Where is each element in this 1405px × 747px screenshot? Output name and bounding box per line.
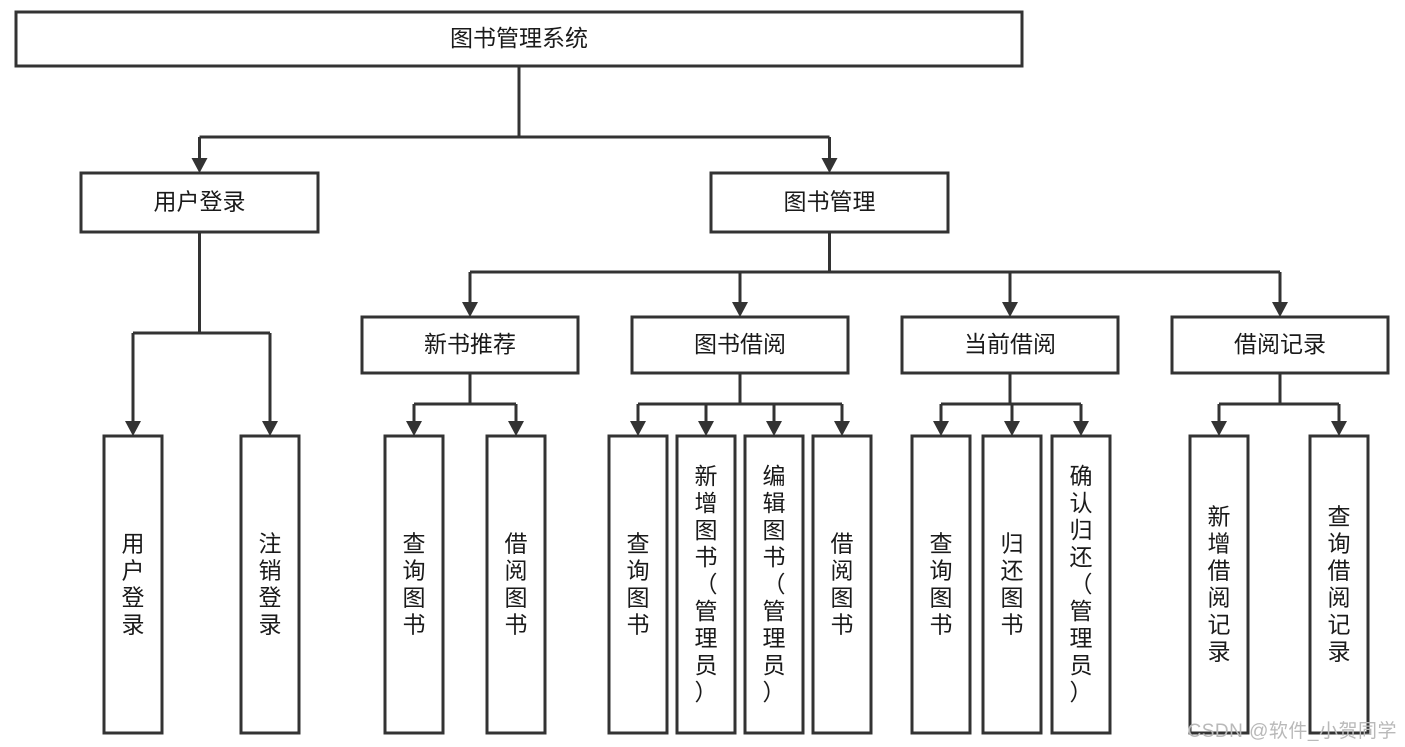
arrow-head-icon xyxy=(1073,421,1089,436)
leaf-node-1-box[interactable] xyxy=(239,434,301,735)
leaf-node-10[interactable]: 确认归还（管理员） xyxy=(1050,434,1112,735)
leaf-node-8[interactable]: 查询图书 xyxy=(910,434,972,735)
level3-node-0[interactable]: 新书推荐 xyxy=(360,315,580,375)
leaf-node-9-label: 归还图书 xyxy=(1001,531,1024,638)
leaf-node-0[interactable]: 用户登录 xyxy=(102,434,164,735)
level2-node-1-label: 图书管理 xyxy=(784,189,876,215)
leaf-node-3-label: 借阅图书 xyxy=(505,531,528,638)
arrow-head-icon xyxy=(834,421,850,436)
arrow-head-icon xyxy=(1211,421,1227,436)
leaf-node-4-label: 查询图书 xyxy=(627,531,650,638)
leaf-node-5[interactable]: 新增图书（管理员） xyxy=(675,434,737,735)
level3-node-3[interactable]: 借阅记录 xyxy=(1170,315,1390,375)
level2-node-1[interactable]: 图书管理 xyxy=(709,171,950,234)
leaf-node-10-label: 确认归还（管理员） xyxy=(1070,463,1093,705)
leaf-node-5-box[interactable] xyxy=(675,434,737,735)
level2-node-1-box[interactable] xyxy=(709,171,950,234)
level3-node-2[interactable]: 当前借阅 xyxy=(900,315,1120,375)
level3-node-0-label: 新书推荐 xyxy=(424,331,516,357)
leaf-node-11-box[interactable] xyxy=(1188,434,1250,735)
arrow-head-icon xyxy=(262,421,278,436)
level2-node-0[interactable]: 用户登录 xyxy=(79,171,320,234)
leaf-node-9-box[interactable] xyxy=(981,434,1043,735)
root-node[interactable]: 图书管理系统 xyxy=(14,10,1024,68)
arrow-head-icon xyxy=(125,421,141,436)
arrow-head-icon xyxy=(508,421,524,436)
level3-node-2-box[interactable] xyxy=(900,315,1120,375)
leaf-node-6-box[interactable] xyxy=(743,434,805,735)
leaf-node-2-label: 查询图书 xyxy=(403,531,426,638)
leaf-node-5-label: 新增图书（管理员） xyxy=(695,463,718,705)
leaf-node-3[interactable]: 借阅图书 xyxy=(485,434,547,735)
leaf-node-2-box[interactable] xyxy=(383,434,445,735)
leaf-node-12-label: 查询借阅记录 xyxy=(1328,504,1351,665)
leaf-node-7-label: 借阅图书 xyxy=(831,531,854,638)
leaf-node-1-label: 注销登录 xyxy=(259,531,282,638)
leaf-node-7-box[interactable] xyxy=(811,434,873,735)
leaf-node-7[interactable]: 借阅图书 xyxy=(811,434,873,735)
arrow-head-icon xyxy=(462,302,478,317)
leaf-node-6-label: 编辑图书（管理员） xyxy=(763,463,786,705)
arrow-head-icon xyxy=(406,421,422,436)
leaf-node-11[interactable]: 新增借阅记录 xyxy=(1188,434,1250,735)
arrow-head-icon xyxy=(1272,302,1288,317)
level3-node-3-box[interactable] xyxy=(1170,315,1390,375)
root-node-box[interactable] xyxy=(14,10,1024,68)
node-layer: 图书管理系统用户登录图书管理新书推荐图书借阅当前借阅借阅记录用户登录注销登录查询… xyxy=(14,10,1390,735)
leaf-node-8-box[interactable] xyxy=(910,434,972,735)
leaf-node-4[interactable]: 查询图书 xyxy=(607,434,669,735)
arrow-head-icon xyxy=(1002,302,1018,317)
leaf-node-12-box[interactable] xyxy=(1308,434,1370,735)
arrow-head-icon xyxy=(630,421,646,436)
arrow-head-icon xyxy=(732,302,748,317)
leaf-node-6[interactable]: 编辑图书（管理员） xyxy=(743,434,805,735)
leaf-node-9[interactable]: 归还图书 xyxy=(981,434,1043,735)
leaf-node-0-label: 用户登录 xyxy=(122,531,145,638)
connector-layer xyxy=(125,66,1347,436)
level3-node-0-box[interactable] xyxy=(360,315,580,375)
level3-node-1-box[interactable] xyxy=(630,315,850,375)
arrow-head-icon xyxy=(698,421,714,436)
level3-node-1[interactable]: 图书借阅 xyxy=(630,315,850,375)
leaf-node-1[interactable]: 注销登录 xyxy=(239,434,301,735)
level3-node-2-label: 当前借阅 xyxy=(964,331,1056,357)
arrow-head-icon xyxy=(821,158,838,173)
level2-node-0-box[interactable] xyxy=(79,171,320,234)
arrow-head-icon xyxy=(766,421,782,436)
leaf-node-10-box[interactable] xyxy=(1050,434,1112,735)
level3-node-3-label: 借阅记录 xyxy=(1234,331,1326,357)
root-node-label: 图书管理系统 xyxy=(450,25,588,51)
leaf-node-12[interactable]: 查询借阅记录 xyxy=(1308,434,1370,735)
leaf-node-2[interactable]: 查询图书 xyxy=(383,434,445,735)
leaf-node-3-box[interactable] xyxy=(485,434,547,735)
arrow-head-icon xyxy=(191,158,208,173)
arrow-head-icon xyxy=(1331,421,1347,436)
leaf-node-4-box[interactable] xyxy=(607,434,669,735)
level2-node-0-label: 用户登录 xyxy=(154,189,246,215)
leaf-node-8-label: 查询图书 xyxy=(930,531,953,638)
arrow-head-icon xyxy=(933,421,949,436)
leaf-node-11-label: 新增借阅记录 xyxy=(1208,504,1231,665)
level3-node-1-label: 图书借阅 xyxy=(694,331,786,357)
leaf-node-0-box[interactable] xyxy=(102,434,164,735)
arrow-head-icon xyxy=(1004,421,1020,436)
